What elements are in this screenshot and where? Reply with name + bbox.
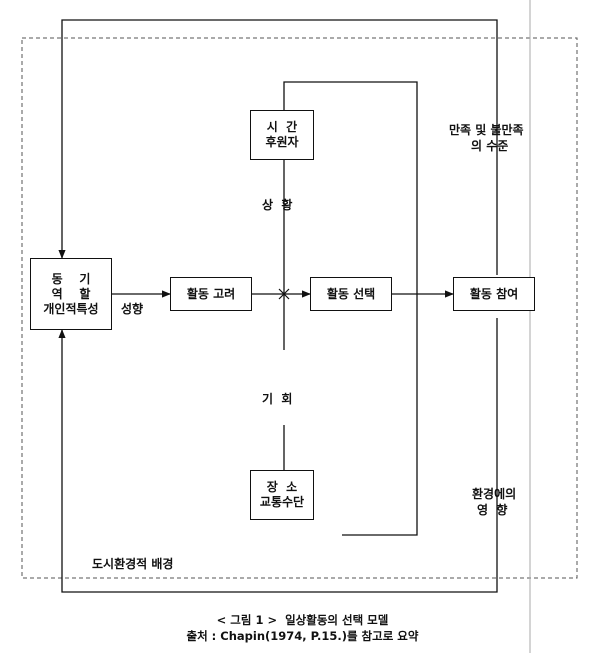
satisfaction-label-line1: 만족 및 불만족 <box>449 123 524 137</box>
urban-background-label: 도시환경적 배경 <box>92 557 174 571</box>
tendency-label: 성향 <box>121 302 144 316</box>
situation-label: 상 황 <box>262 198 293 212</box>
figure-caption-source: 출처 : Chapin(1974, P.15.)를 참고로 요약 <box>186 629 419 643</box>
cross-mark-b <box>278 288 290 300</box>
activity-consider-box: 활동 고려 <box>170 277 252 311</box>
figure-caption-title: < 그림 1 > 일상활동의 선택 모델 <box>216 613 389 627</box>
activity-consider-label: 활동 고려 <box>186 286 236 301</box>
satisfaction-label-line2: 의 수준 <box>471 139 509 153</box>
motive-line3: 개인적특성 <box>43 301 99 316</box>
motive-box: 동 기 역 할 개인적특성 <box>30 258 112 330</box>
context-frame-top <box>283 81 418 536</box>
impact-label-line2: 영 향 <box>477 503 508 517</box>
place-transport-box: 장 소 교통수단 <box>250 470 314 520</box>
activity-select-label: 활동 선택 <box>326 286 376 301</box>
opportunity-label: 기 회 <box>262 392 293 406</box>
activity-participate-box: 활동 참여 <box>453 277 535 311</box>
time-line1: 시 간 <box>266 120 298 134</box>
feedback-bottom-line <box>58 318 498 593</box>
motive-line2: 역 할 <box>51 286 91 301</box>
time-line2: 후원자 <box>265 135 299 149</box>
feedback-top-line <box>58 19 498 275</box>
activity-select-box: 활동 선택 <box>310 277 392 311</box>
activity-participate-label: 활동 참여 <box>469 286 519 301</box>
place-line1: 장 소 <box>266 480 298 494</box>
urban-background-frame <box>21 37 578 579</box>
place-line2: 교통수단 <box>259 495 305 509</box>
time-sponsor-box: 시 간 후원자 <box>250 110 314 160</box>
motive-line1: 동 기 <box>51 271 91 286</box>
impact-label-line1: 환경에의 <box>472 487 517 501</box>
